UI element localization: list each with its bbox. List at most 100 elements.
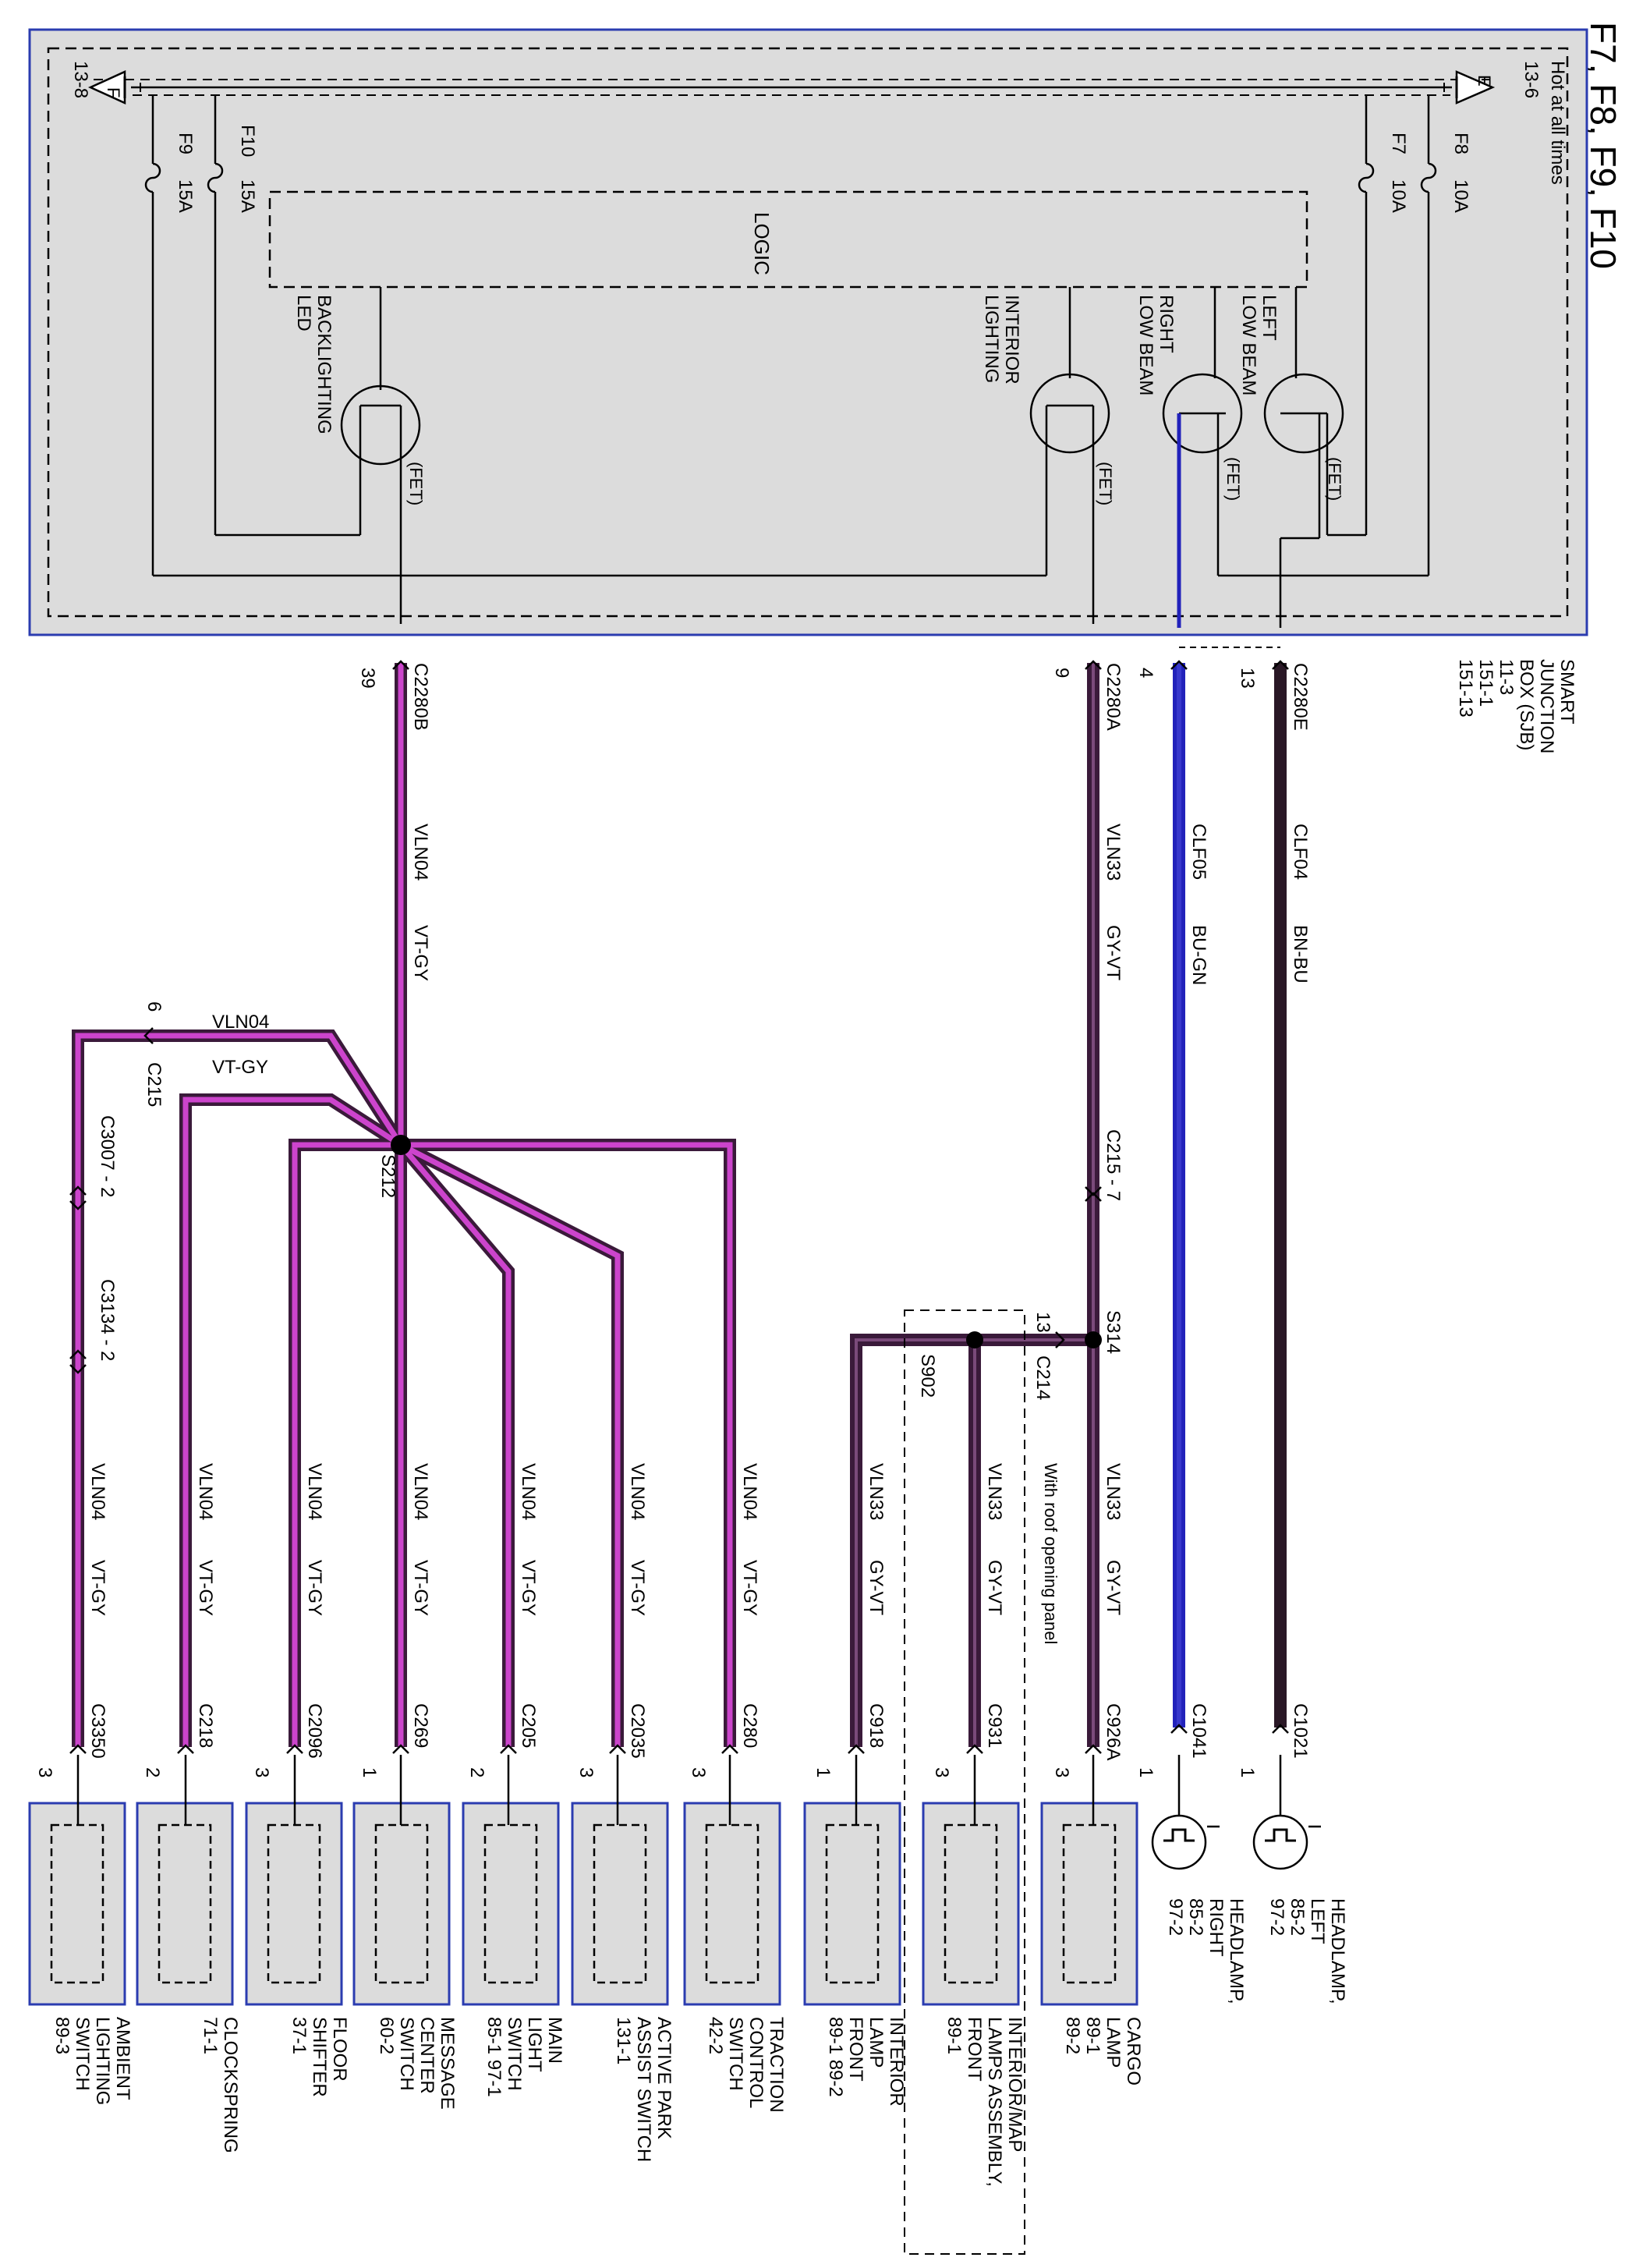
comp-label-park-assist-2: ASSIST SWITCH — [633, 2017, 654, 2162]
comp-conn-traction: C280 — [739, 1703, 760, 1748]
comp-label-floor-shifter-2: SHIFTER — [309, 2017, 330, 2097]
vln04-label-floor-color: VT-GY — [304, 1560, 325, 1616]
wire-vln04-branch-color: VT-GY — [212, 1057, 268, 1078]
conn-c2280e-pin: 13 — [1237, 668, 1258, 689]
comp-conn-clockspring: C218 — [195, 1703, 216, 1748]
splice-s902: S902 — [917, 1354, 938, 1398]
comp-label-headlamp-right-2: RIGHT — [1206, 1898, 1227, 1957]
output-backlighting-line2: LED — [293, 295, 314, 331]
comp-label-floor-shifter-3: 37-1 — [289, 2017, 310, 2054]
comp-label-ambient-4: 89-3 — [51, 2017, 73, 2054]
comp-label-traction-2: CONTROL — [745, 2017, 767, 2108]
conn-c2280a: C2280A — [1103, 663, 1124, 731]
bus-e-ref: 13-6 — [1521, 61, 1542, 98]
comp-label-cargo-3: 89-1 — [1082, 2017, 1103, 2054]
comp-label-traction-3: SWITCH — [725, 2017, 746, 2091]
comp-pin-message-center: 1 — [359, 1767, 380, 1777]
logic-block — [268, 190, 1308, 289]
wire-clf04 — [1272, 660, 1289, 1734]
fuse-f8-rating: 10A — [1450, 179, 1471, 213]
comp-conn-park-assist: C2035 — [627, 1703, 648, 1759]
wire-vln33-color: GY-VT — [1103, 925, 1124, 980]
comp-label-main-light-1: MAIN — [544, 2017, 565, 2064]
comp-conn-cargo: C926A — [1103, 1703, 1124, 1760]
comp-label-interior-map-1: INTERIOR/MAP — [1004, 2017, 1025, 2152]
comp-conn-ambient: C3350 — [87, 1703, 108, 1759]
inline-c215-7: C215 - 7 — [1103, 1129, 1124, 1201]
comp-pin-main-light: 2 — [466, 1767, 487, 1777]
conn-c2280b-pin: 39 — [357, 668, 378, 689]
hot-at-all-times: Hot at all times — [1547, 61, 1568, 185]
vln04-drop-labels: VLN04 VT-GY VLN04 VT-GY VLN04 VT-GY VLN0… — [87, 1463, 760, 1616]
wire-vln33-circuit-map: VLN33 — [984, 1463, 1005, 1520]
component-box-traction — [683, 1802, 781, 2006]
comp-conn-floor-shifter: C2096 — [304, 1703, 325, 1759]
comp-label-interior-map-2: LAMPS ASSEMBLY, — [984, 2017, 1005, 2187]
sjb-name-line2: JUNCTION — [1536, 659, 1557, 753]
comp-label-clockspring-1: CLOCKSPRING — [220, 2017, 241, 2153]
bus-f-icon — [87, 70, 126, 105]
component-box-clockspring — [136, 1802, 234, 2006]
roof-option-zone — [904, 1309, 1025, 2255]
wire-clf05-color: BU-GN — [1188, 925, 1209, 985]
headlamp-left — [1252, 1755, 1321, 1870]
comp-label-park-assist-3: 131-1 — [613, 2017, 634, 2064]
output-left-low-line2: LOW BEAM — [1238, 295, 1259, 395]
bus-e-icon — [1455, 70, 1496, 105]
component-box-ambient — [28, 1802, 126, 2006]
comp-label-traction-4: 42-2 — [705, 2017, 726, 2054]
fuse-f10-rating: 15A — [237, 179, 258, 213]
sjb-name-line1: SMART — [1556, 659, 1577, 725]
component-box-main-light — [462, 1802, 560, 2006]
wire-vln04-color: VT-GY — [410, 925, 431, 981]
comp-label-headlamp-left-1: HEADLAMP, — [1327, 1898, 1348, 2004]
component-box-message-center — [352, 1802, 451, 2006]
sjb-name-line3: BOX (SJB) — [1516, 659, 1537, 750]
bus-e-label: E — [1475, 75, 1494, 87]
component-box-interior-map — [922, 1802, 1020, 2006]
comp-label-headlamp-left-2: LEFT — [1307, 1898, 1328, 1944]
comp-pin-clockspring: 2 — [142, 1767, 163, 1777]
comp-label-park-assist-1: ACTIVE PARK — [653, 2017, 675, 2139]
comp-label-ambient-3: SWITCH — [72, 2017, 93, 2091]
output-right-low-line1: RIGHT — [1156, 295, 1177, 353]
comp-label-interior-map-4: 89-1 — [944, 2017, 965, 2054]
conn-c2280a-pin: 9 — [1051, 668, 1072, 678]
comp-pin-ambient: 3 — [34, 1767, 55, 1777]
comp-label-message-center-4: 60-2 — [376, 2017, 397, 2054]
fuse-f8-id: F8 — [1450, 133, 1471, 154]
comp-label-interior-front-2: LAMP — [866, 2017, 887, 2068]
vln04-label-clock-circuit: VLN04 — [195, 1463, 216, 1520]
vln04-label-traction-color: VT-GY — [739, 1560, 760, 1616]
wire-vln04-circuit: VLN04 — [410, 824, 431, 881]
fuse-f9-id: F9 — [175, 133, 196, 154]
roof-opening-note: With roof opening panel — [1041, 1463, 1060, 1644]
comp-label-message-center-2: CENTER — [416, 2017, 437, 2094]
comp-label-traction-1: TRACTION — [766, 2017, 787, 2113]
comp-pin-headlamp-left: 1 — [1237, 1767, 1258, 1777]
inline-c215-pin: 6 — [143, 1001, 165, 1012]
conn-c2280b: C2280B — [410, 663, 431, 731]
comp-label-headlamp-right-4: 97-2 — [1165, 1898, 1186, 1936]
comp-pin-floor-shifter: 3 — [251, 1767, 272, 1777]
fet-label-backlighting: (FET) — [406, 462, 426, 505]
comp-label-headlamp-right-3: 85-2 — [1185, 1898, 1206, 1936]
bus-f-label: F — [104, 87, 123, 97]
output-interior-line2: LIGHTING — [981, 295, 1002, 383]
comp-label-cargo-4: 89-2 — [1062, 2017, 1083, 2054]
wire-clf05-circuit: CLF05 — [1188, 824, 1209, 880]
fuse-f7-rating: 10A — [1388, 179, 1409, 213]
comp-label-message-center-3: SWITCH — [396, 2017, 417, 2091]
vln04-label-main-color: VT-GY — [518, 1560, 539, 1616]
comp-pin-interior-map: 3 — [931, 1767, 952, 1777]
output-interior-line1: INTERIOR — [1001, 295, 1022, 384]
comp-label-interior-front-1: INTERIOR — [886, 2017, 907, 2107]
fet-label-right-low: (FET) — [1223, 457, 1243, 501]
vln04-label-traction-circuit: VLN04 — [739, 1463, 760, 1520]
comp-label-main-light-4: 85-1 97-1 — [483, 2017, 505, 2097]
comp-label-headlamp-right-1: HEADLAMP, — [1226, 1898, 1247, 2004]
comp-label-main-light-2: LIGHT — [524, 2017, 545, 2072]
fuse-f7-id: F7 — [1388, 133, 1409, 154]
fet-label-left-low: (FET) — [1325, 457, 1344, 501]
